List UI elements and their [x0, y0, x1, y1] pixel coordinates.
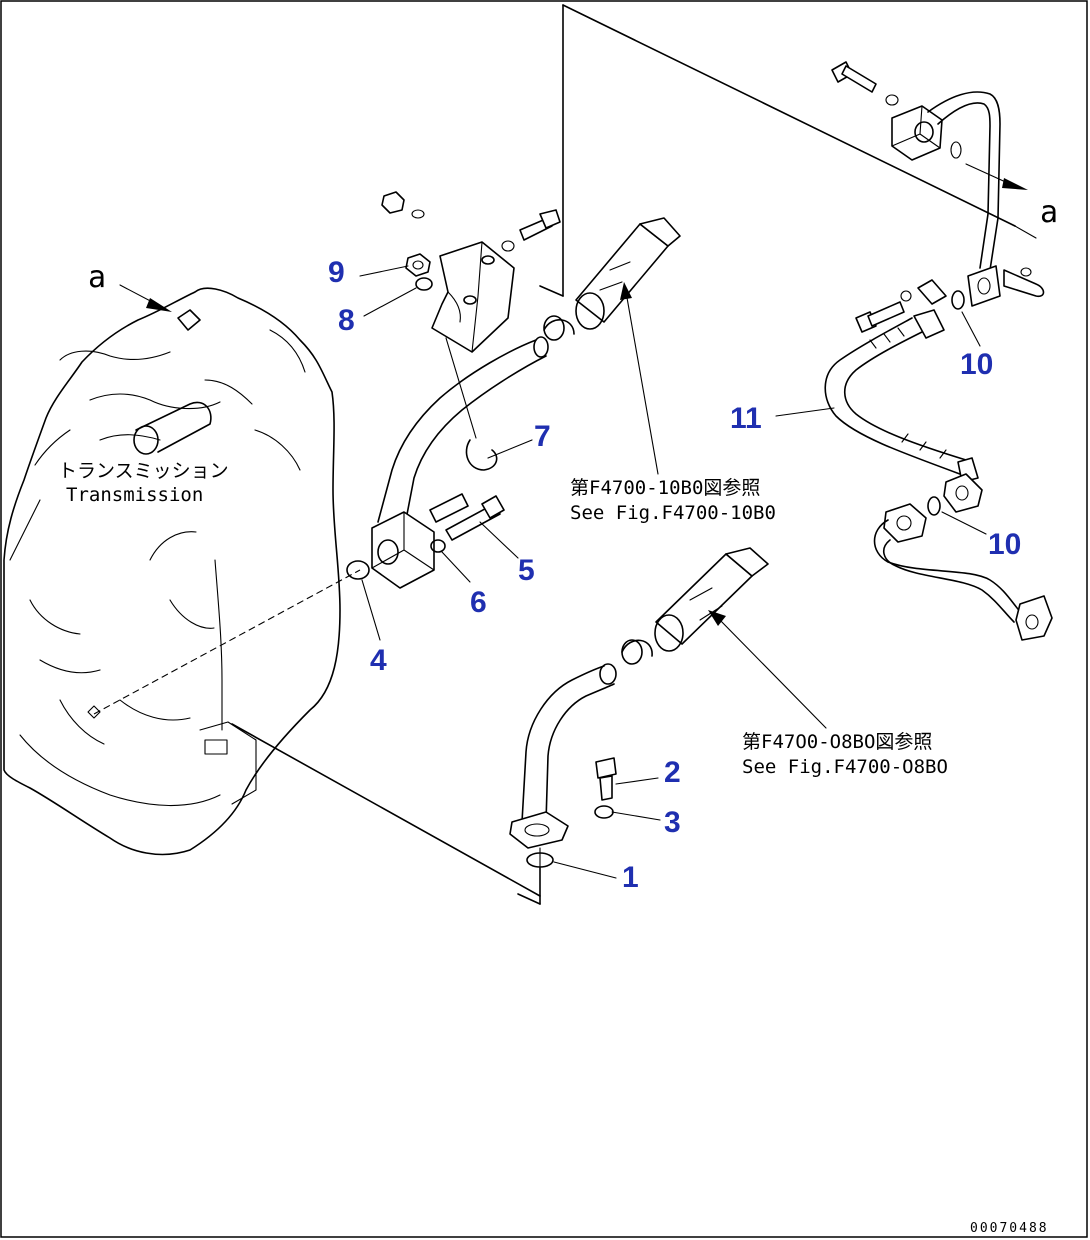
callout-4: 4	[370, 644, 387, 677]
transmission-label-jp: トランスミッション	[58, 460, 229, 482]
right-view-arrow	[965, 163, 1028, 190]
callout-8: 8	[338, 304, 355, 337]
mounting-plate-outline	[231, 4, 1037, 905]
note-upper-jp: 第F4700-10B0図参照	[570, 477, 760, 499]
port-center-line	[93, 569, 361, 715]
view-arrow-left	[119, 284, 172, 312]
bracket	[431, 241, 515, 353]
hose-end-flange	[943, 473, 983, 513]
transmission-label-en: Transmission	[66, 484, 203, 506]
callout-1: 1	[622, 861, 639, 894]
right-lower-pipe	[873, 503, 1053, 641]
callout-10-lower: 10	[988, 528, 1021, 561]
drawing-code: 00070488	[970, 1221, 1049, 1236]
o-ring-lower-10	[927, 496, 941, 516]
nut-part-9	[405, 253, 431, 277]
view-letter-left: a	[88, 260, 106, 295]
callout-9: 9	[328, 256, 345, 289]
upper-pipe	[377, 336, 549, 531]
lower-pipe-flange	[509, 811, 569, 849]
bolt-part-2	[595, 757, 617, 801]
clip-part-7	[465, 439, 498, 471]
note-upper-en: See Fig.F4700-10B0	[570, 502, 776, 524]
lower-pipe	[521, 663, 617, 823]
o-ring-part-1	[526, 852, 554, 868]
bracket-top-hardware	[381, 191, 561, 252]
right-upper-hardware	[831, 61, 962, 161]
washer-part-6	[430, 539, 446, 553]
callout-3: 3	[664, 806, 681, 839]
view-letter-right: a	[1040, 195, 1058, 230]
leader-lines	[359, 265, 987, 879]
upper-hose	[543, 217, 681, 341]
callout-11: 11	[730, 402, 762, 435]
callout-2: 2	[664, 756, 681, 789]
callout-7: 7	[534, 420, 551, 453]
callout-5: 5	[518, 554, 535, 587]
callout-10-upper: 10	[960, 348, 993, 381]
bolt-part-5	[429, 493, 505, 541]
right-upper-pipe	[927, 91, 1001, 271]
split-flange-hardware	[855, 279, 947, 333]
transmission-housing	[3, 287, 341, 856]
right-pipe-flange	[967, 265, 1045, 307]
pipe-block-flange	[371, 511, 435, 589]
callout-6: 6	[470, 586, 487, 619]
hose-part-11	[824, 309, 979, 483]
note-lower-en: See Fig.F4700-O8BO	[742, 756, 948, 778]
note-lower-jp: 第F47O0-O8BO図参照	[742, 731, 932, 753]
lower-hose	[621, 547, 769, 665]
o-ring-upper-10	[951, 290, 965, 310]
washer-part-8	[415, 277, 433, 291]
o-ring-part-4	[346, 560, 370, 580]
washer-part-3	[594, 805, 614, 819]
